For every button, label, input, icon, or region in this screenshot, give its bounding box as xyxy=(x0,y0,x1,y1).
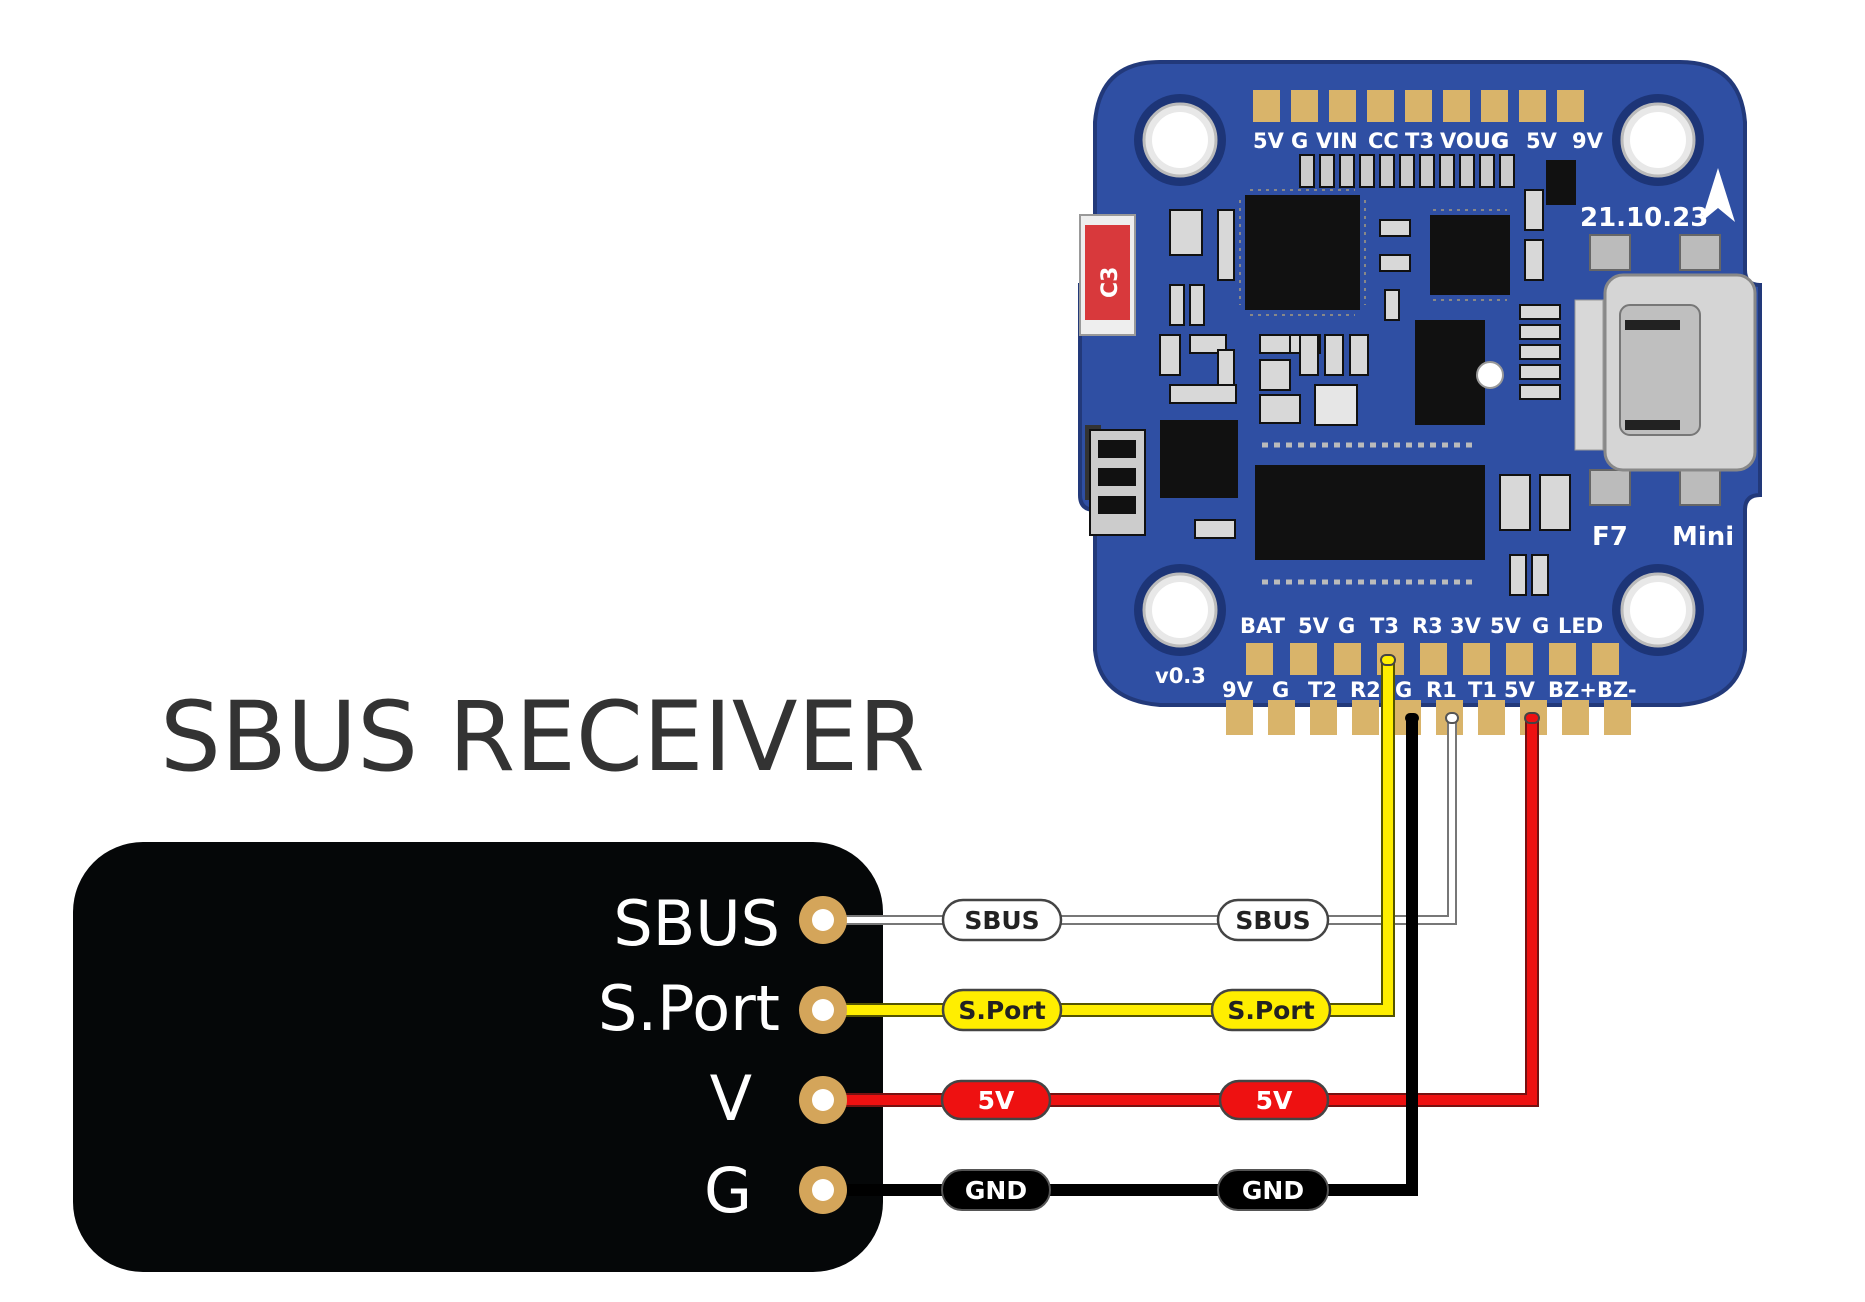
regulator-chip xyxy=(1415,320,1485,425)
fc-model-f7: F7 xyxy=(1592,522,1628,552)
wire-label-5v-left: 5V xyxy=(978,1086,1015,1115)
fc-red-chip: C3 xyxy=(1079,214,1136,336)
receiver-pin-label-g: G xyxy=(704,1154,752,1227)
wire-label-sport-right: S.Port xyxy=(1227,996,1314,1025)
top-pad-label: VOUG xyxy=(1440,129,1508,153)
top-pad-label: 5V xyxy=(1526,129,1558,153)
top-pad-label: T3 xyxy=(1405,129,1434,153)
receiver-pin-label-sport: S.Port xyxy=(598,972,780,1045)
fc-passives-top xyxy=(1299,154,1515,188)
bottom-pad-label: BAT xyxy=(1240,614,1286,638)
osd-chip xyxy=(1255,465,1485,560)
wire-label-sport-left: S.Port xyxy=(958,996,1045,1025)
diagram-title: SBUS RECEIVER xyxy=(160,681,925,793)
bottom-pad-label: T2 xyxy=(1308,678,1337,702)
wires xyxy=(822,660,1539,1196)
fc-model-mini: Mini xyxy=(1672,522,1734,552)
receiver-pin-labels: SBUS S.Port V G xyxy=(598,887,780,1227)
wire-label-5v-right: 5V xyxy=(1256,1086,1293,1115)
fc-passives xyxy=(1159,189,1571,596)
orientation-arrow-icon xyxy=(1701,168,1735,222)
transistor xyxy=(1546,160,1576,205)
receiver-pin-label-sbus: SBUS xyxy=(613,887,780,960)
bottom-pad-label: 5V xyxy=(1504,678,1536,702)
bottom-pad-label: 3V xyxy=(1450,614,1482,638)
top-pad-label: CC xyxy=(1368,129,1399,153)
top-pad-label: VIN xyxy=(1316,129,1358,153)
fc-top-pads xyxy=(1253,90,1584,122)
bottom-pad-label: BZ+ xyxy=(1548,678,1597,702)
bottom-pad-label: G xyxy=(1338,614,1355,638)
fc-bottom-row1-labels: BAT 5V G T3 R3 3V 5V G LED xyxy=(1240,614,1603,638)
bottom-pad-label: R1 xyxy=(1426,678,1457,702)
top-pad-label: 5V xyxy=(1253,129,1285,153)
bottom-pad-label: G xyxy=(1532,614,1549,638)
usb-c-port xyxy=(1574,234,1757,506)
wire-labels: SBUS SBUS S.Port S.Port 5V 5V GND GND xyxy=(940,898,1332,1211)
wire-label-gnd-left: GND xyxy=(965,1176,1027,1205)
bottom-pad-label: T1 xyxy=(1468,678,1497,702)
mcu-chip xyxy=(1245,195,1360,310)
bottom-pad-label: R3 xyxy=(1412,614,1443,638)
red-chip-marking: C3 xyxy=(1098,267,1123,298)
fc-bottom-row2-labels: 9V G T2 R2 G R1 T1 5V BZ+ BZ- xyxy=(1222,678,1637,702)
test-point xyxy=(1476,361,1504,389)
wire-label-sbus-left: SBUS xyxy=(964,906,1039,935)
bottom-pad-label: 5V xyxy=(1490,614,1522,638)
mounting-hole-br xyxy=(1612,564,1704,656)
bottom-pad-label: 5V xyxy=(1298,614,1330,638)
osd-chip-legs xyxy=(1262,442,1478,585)
bottom-pad-label: G xyxy=(1395,678,1412,702)
flash-chip xyxy=(1160,420,1238,498)
receiver-pads xyxy=(799,896,847,1214)
receiver-body xyxy=(73,842,883,1272)
bottom-pad-label: 9V xyxy=(1222,678,1254,702)
bottom-pad-label: LED xyxy=(1558,614,1603,638)
fc-version: v0.3 xyxy=(1155,664,1206,688)
fc-top-pad-labels: 5V G VIN CC T3 VOUG G 5V 9V xyxy=(1253,129,1604,153)
fc-side-leds xyxy=(1085,425,1146,536)
receiver-pin-label-v: V xyxy=(710,1062,752,1135)
bottom-pad-label: T3 xyxy=(1370,614,1399,638)
mounting-hole-tl xyxy=(1134,94,1226,186)
bottom-pad-label: R2 xyxy=(1350,678,1381,702)
fc-bottom-row1-pads xyxy=(1246,643,1619,675)
bottom-pad-label: G xyxy=(1272,678,1289,702)
top-pad-label: G xyxy=(1492,129,1509,153)
wire-label-gnd-right: GND xyxy=(1242,1176,1304,1205)
top-pad-label: 9V xyxy=(1572,129,1604,153)
top-pad-label: G xyxy=(1291,129,1308,153)
fc-date: 21.10.23 xyxy=(1580,203,1708,233)
wire-label-sbus-right: SBUS xyxy=(1235,906,1310,935)
flight-controller: 5V G VIN CC T3 VOUG G 5V 9V xyxy=(1078,60,1762,735)
mounting-hole-tr xyxy=(1612,94,1704,186)
bottom-pad-label: BZ- xyxy=(1597,678,1637,702)
mcu-chip-legs xyxy=(1239,189,1366,316)
gyro-chip xyxy=(1430,215,1510,295)
wire-5v xyxy=(822,718,1539,1107)
wire-caps xyxy=(1380,654,1540,724)
mounting-hole-bl xyxy=(1134,564,1226,656)
